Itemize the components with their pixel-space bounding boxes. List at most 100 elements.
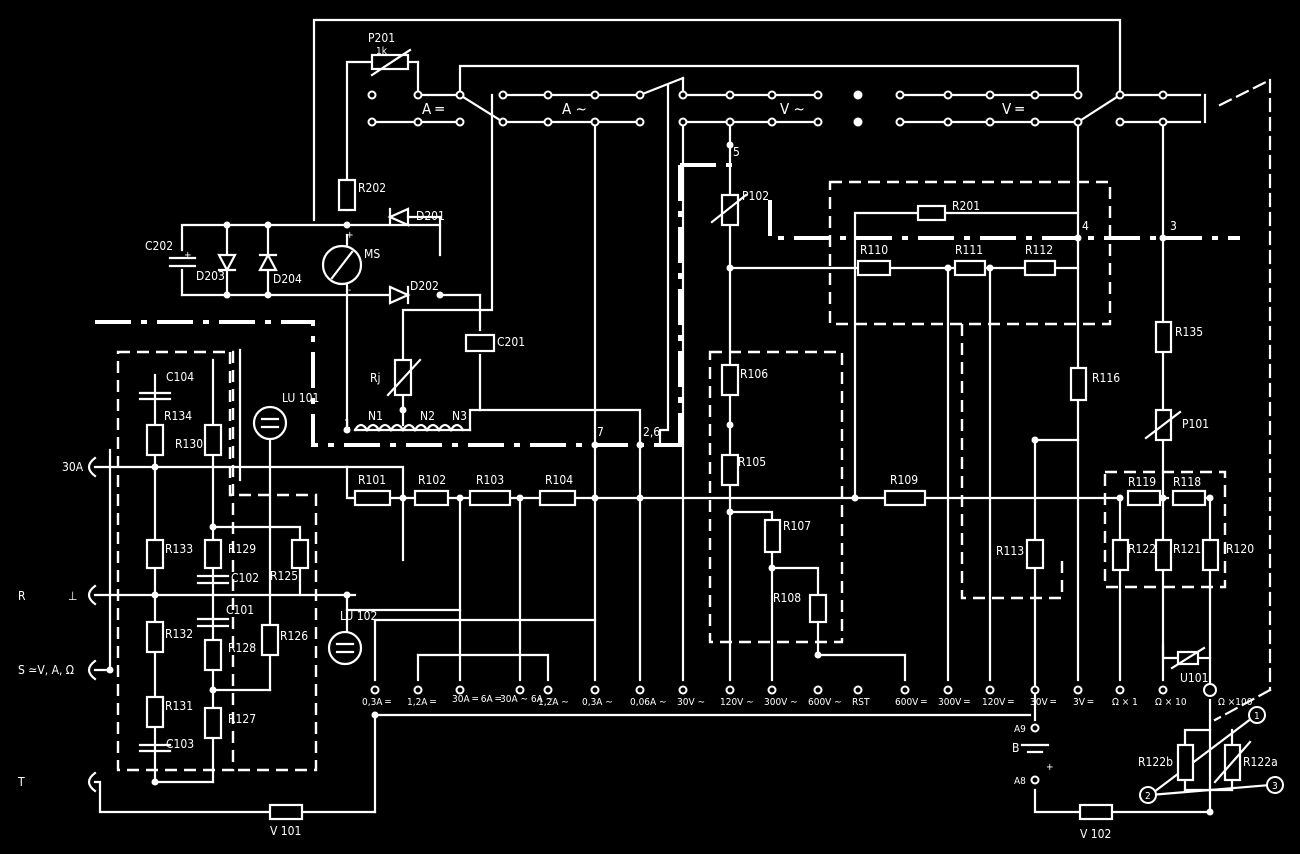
p102 — [720, 193, 740, 227]
label-r120: R120 — [1226, 542, 1254, 556]
plus-ms: + — [346, 230, 354, 241]
label-r133: R133 — [165, 542, 193, 556]
range-12: 600V ═ — [895, 697, 927, 708]
label-r116: R116 — [1092, 371, 1120, 385]
range-13: 300V ═ — [938, 697, 970, 708]
label-n1: N1 — [368, 409, 383, 423]
label-r110: R110 — [860, 243, 888, 257]
terminal-30a: 30A — [62, 460, 84, 474]
label-r108: R108 — [773, 591, 801, 605]
r125 — [290, 538, 310, 570]
label-ms: MS — [364, 247, 380, 261]
input-jacks — [87, 456, 97, 793]
component-labels: P201 1k R202 R201 R110 R111 R112 R135 P1… — [145, 31, 1278, 841]
meter-ms — [321, 244, 363, 286]
label-r128: R128 — [228, 641, 256, 655]
label-c201: C201 — [497, 335, 525, 349]
range-1: 1,2A ═ — [407, 697, 436, 708]
r131 — [145, 695, 165, 729]
label-a-dc: A ═ — [422, 100, 445, 118]
range-4: 1,2A ∼ — [538, 697, 569, 708]
label-r201: R201 — [952, 199, 980, 213]
label-r106: R106 — [740, 367, 768, 381]
label-p101: P101 — [1182, 417, 1209, 431]
r202 — [337, 178, 357, 212]
label-d201: D201 — [416, 209, 445, 223]
range-2: 30A ═ 6A ═ — [452, 694, 501, 705]
mark-3: 3 — [1272, 781, 1278, 792]
label-lu102: LU 102 — [340, 609, 377, 623]
label-u101: U101 — [1180, 671, 1209, 685]
label-r111: R111 — [955, 243, 983, 257]
r132 — [145, 620, 165, 654]
r128 — [203, 638, 223, 672]
resistors — [145, 48, 1252, 821]
r134 — [145, 423, 165, 457]
node-5: 5 — [733, 145, 740, 159]
range-3: 30A ∼ 6A ∼ — [500, 694, 553, 705]
label-r103: R103 — [476, 473, 504, 487]
label-c101: C101 — [226, 603, 254, 617]
range-6: 0,06A ∼ — [630, 697, 667, 708]
node-4: 4 — [1082, 219, 1089, 233]
range-15: 30V ═ — [1030, 697, 1056, 708]
range-labels: 0,3A ═ 1,2A ═ 30A ═ 6A ═ 30A ∼ 6A ∼ 1,2A… — [362, 694, 1253, 708]
label-n2: N2 — [420, 409, 435, 423]
label-a9: A9 — [1014, 724, 1026, 735]
label-r126: R126 — [280, 629, 308, 643]
label-r105: R105 — [738, 455, 766, 469]
range-17: Ω × 1 — [1112, 697, 1138, 708]
range-10: 600V ∼ — [808, 697, 842, 708]
transformer — [353, 423, 465, 433]
r122b — [1176, 743, 1195, 782]
r112 — [1023, 259, 1057, 277]
r133 — [145, 538, 165, 570]
label-r104: R104 — [545, 473, 573, 487]
label-d203: D203 — [196, 269, 225, 283]
range-8: 120V ∼ — [720, 697, 754, 708]
label-r130: R130 — [175, 437, 203, 451]
terminal-r: R — [18, 589, 26, 603]
diodes — [217, 207, 442, 305]
label-r135: R135 — [1175, 325, 1203, 339]
shield-lines — [95, 163, 1240, 447]
label-r101: R101 — [358, 473, 386, 487]
selector-marks: 1 2 3 — [1145, 711, 1278, 802]
range-18: Ω × 10 — [1155, 697, 1187, 708]
label-d204: D204 — [273, 272, 302, 286]
r101 — [353, 489, 392, 507]
label-c102: C102 — [231, 571, 259, 585]
wiring — [93, 18, 1272, 814]
r102 — [413, 489, 450, 507]
label-rj: Rj — [370, 371, 381, 385]
r122 — [1111, 538, 1130, 572]
range-5: 0,3A ∼ — [582, 697, 613, 708]
r107 — [763, 518, 782, 554]
r120 — [1201, 538, 1220, 572]
node-7: 7 — [597, 425, 604, 439]
range-14: 120V ═ — [982, 697, 1014, 708]
label-r202: R202 — [358, 181, 386, 195]
label-r129: R129 — [228, 542, 256, 556]
junction-dots — [106, 91, 1214, 816]
label-r109: R109 — [890, 473, 918, 487]
capacitors — [138, 256, 1050, 754]
r103 — [468, 489, 512, 507]
r111 — [953, 259, 987, 277]
label-r127: R127 — [228, 712, 256, 726]
label-r107: R107 — [783, 519, 811, 533]
r105 — [720, 453, 740, 487]
label-r131: R131 — [165, 699, 193, 713]
label-battery: B — [1012, 741, 1019, 755]
node-1: 1 — [344, 417, 351, 431]
r129 — [203, 538, 223, 570]
node-3: 3 — [1170, 219, 1177, 233]
plus-c202: + — [184, 250, 192, 261]
label-d202: D202 — [410, 279, 439, 293]
label-v101: V 101 — [270, 824, 301, 838]
glow-lamps — [252, 405, 363, 666]
minus-ms: - — [348, 285, 351, 296]
ground-symbol: ⊥ — [68, 589, 77, 603]
label-a-ac: A ∼ — [562, 100, 587, 118]
